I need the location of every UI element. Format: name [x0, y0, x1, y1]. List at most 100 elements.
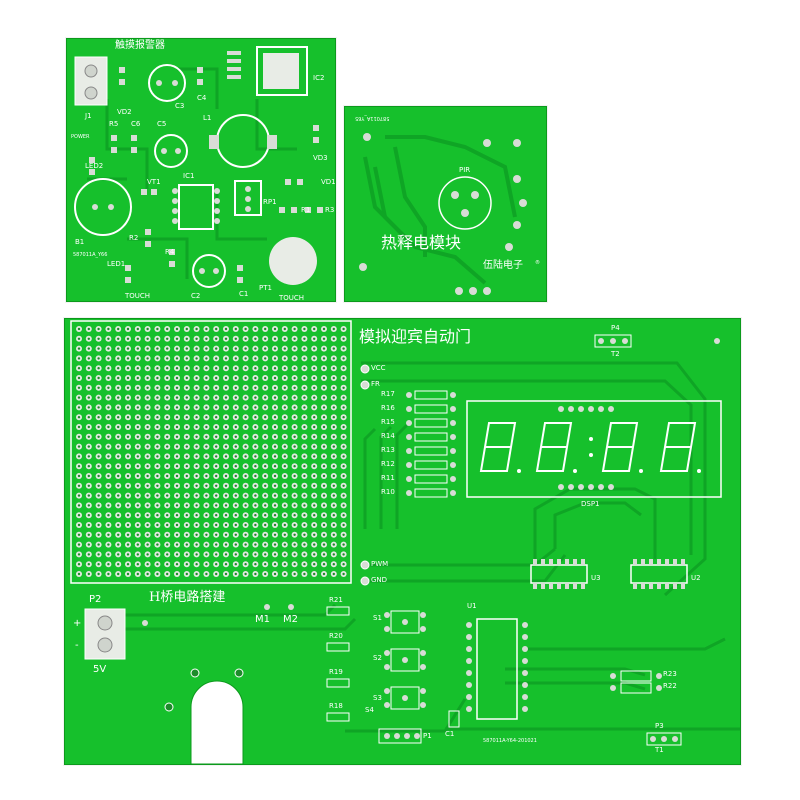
- label-r15: R15: [381, 418, 395, 426]
- section-title-h-bridge: H桥电路搭建: [149, 590, 226, 605]
- pt1-touch-pad: [269, 237, 317, 285]
- proto-holes: [76, 326, 347, 577]
- dsp1-outline: [466, 400, 722, 498]
- c3-capacitor: [148, 64, 186, 102]
- label-p2: P2: [89, 594, 102, 605]
- seven-seg-digits: [479, 422, 697, 472]
- label-r18: R18: [329, 702, 343, 710]
- ic2-outline: [256, 46, 308, 96]
- label-r22: R22: [663, 682, 677, 690]
- label-pir: PIR: [459, 166, 471, 174]
- label-plus: +: [73, 618, 82, 629]
- label-dsp1: DSP1: [581, 500, 600, 508]
- label-r4: R4: [165, 248, 175, 256]
- label-pwm: PWM: [371, 560, 389, 568]
- label-touch2: TOUCH: [279, 294, 305, 302]
- label-r17: R17: [381, 390, 395, 398]
- label-s1: S1: [373, 614, 382, 622]
- auto-door-graphics: [70, 320, 740, 764]
- label-5v: 5V: [93, 664, 107, 675]
- label-c6: C6: [131, 120, 141, 128]
- board2-code: 587011A_Y65: [355, 115, 390, 121]
- label-r21: R21: [329, 596, 343, 604]
- label-led2: LED2: [85, 162, 104, 170]
- label-power: POWER: [71, 134, 90, 140]
- label-vcc: VCC: [371, 364, 386, 372]
- c5-capacitor: [154, 134, 188, 168]
- resistor-array: [414, 390, 448, 498]
- label-j1: J1: [85, 112, 92, 120]
- board2-brand: 伍陆电子: [483, 260, 523, 271]
- label-u3: U3: [591, 574, 601, 582]
- label-r1: R1: [301, 206, 311, 214]
- label-r10: R10: [381, 488, 395, 496]
- p3-header: [646, 732, 682, 746]
- label-m2: M2: [283, 614, 298, 625]
- board2-title: 热释电模块: [381, 233, 462, 252]
- touch-alarm-board: 触摸报警器 IC2 J1 VD2 C3 C4 R5 C6 C5 L1 POWER…: [66, 38, 336, 302]
- touch-alarm-graphics: [74, 46, 323, 288]
- label-t2: T2: [611, 350, 620, 358]
- label-c3: C3: [175, 102, 185, 110]
- label-l1: L1: [203, 114, 212, 122]
- label-rp1: RP1: [263, 198, 277, 206]
- label-s3: S3: [373, 694, 382, 702]
- label-t1: T1: [655, 746, 664, 754]
- motor-cutout: [190, 680, 244, 764]
- label-pt1: PT1: [259, 284, 272, 292]
- label-r16: R16: [381, 404, 395, 412]
- label-r11: R11: [381, 474, 395, 482]
- label-u1: U1: [467, 602, 477, 610]
- board3-code: 587011A-Y64-201021: [483, 738, 537, 744]
- label-r20: R20: [329, 632, 343, 640]
- label-r3: R3: [325, 206, 335, 214]
- label-gnd: GND: [371, 576, 388, 584]
- u2-outline: [630, 564, 688, 584]
- label-ic1: IC1: [183, 172, 195, 180]
- p1-header: [378, 728, 422, 744]
- label-led1: LED1: [107, 260, 126, 268]
- label-touch1: TOUCH: [125, 292, 151, 300]
- label-p3: P3: [655, 722, 664, 730]
- board1-title: 触摸报警器: [115, 40, 165, 51]
- label-r2: R2: [129, 234, 139, 242]
- label-vd3: VD3: [313, 154, 328, 162]
- label-ic2: IC2: [313, 74, 325, 82]
- label-fr: FR: [371, 380, 380, 388]
- label-r14: R14: [381, 432, 395, 440]
- label-vd1: VD1: [321, 178, 336, 186]
- label-s2: S2: [373, 654, 382, 662]
- u1-outline: [476, 618, 518, 720]
- board1-code: 587011A_Y66: [73, 252, 108, 258]
- pir-module-board: 587011A_Y65 PIR 热释电模块 伍陆电子 ®: [344, 106, 547, 302]
- label-r12: R12: [381, 460, 395, 468]
- pir-module-graphics: [359, 133, 527, 295]
- label-p4: P4: [611, 324, 620, 332]
- label-vt1: VT1: [147, 178, 161, 186]
- label-p1: P1: [423, 732, 432, 740]
- proto-area-outline: [70, 320, 352, 584]
- rp1-pot: [234, 180, 262, 216]
- label-c1: C1: [239, 290, 249, 298]
- label-u2: U2: [691, 574, 701, 582]
- board2-registered: ®: [535, 260, 540, 266]
- label-r19: R19: [329, 668, 343, 676]
- ic1-outline: [178, 184, 214, 230]
- label-r23: R23: [663, 670, 677, 678]
- label-c5: C5: [157, 120, 167, 128]
- label-c1-b3: C1: [445, 730, 455, 738]
- board3-title: 模拟迎宾自动门: [359, 327, 472, 346]
- label-r5: R5: [109, 120, 119, 128]
- label-b1: B1: [75, 238, 85, 246]
- label-s4: S4: [365, 706, 374, 714]
- label-minus: -: [75, 640, 79, 651]
- c2-capacitor: [192, 254, 226, 288]
- b1-buzzer: [74, 178, 132, 236]
- pir-sensor-outline: [438, 176, 492, 230]
- p4-header: [594, 334, 632, 348]
- label-m1: M1: [255, 614, 270, 625]
- label-c2: C2: [191, 292, 201, 300]
- label-vd2: VD2: [117, 108, 132, 116]
- label-c4: C4: [197, 94, 207, 102]
- label-r13: R13: [381, 446, 395, 454]
